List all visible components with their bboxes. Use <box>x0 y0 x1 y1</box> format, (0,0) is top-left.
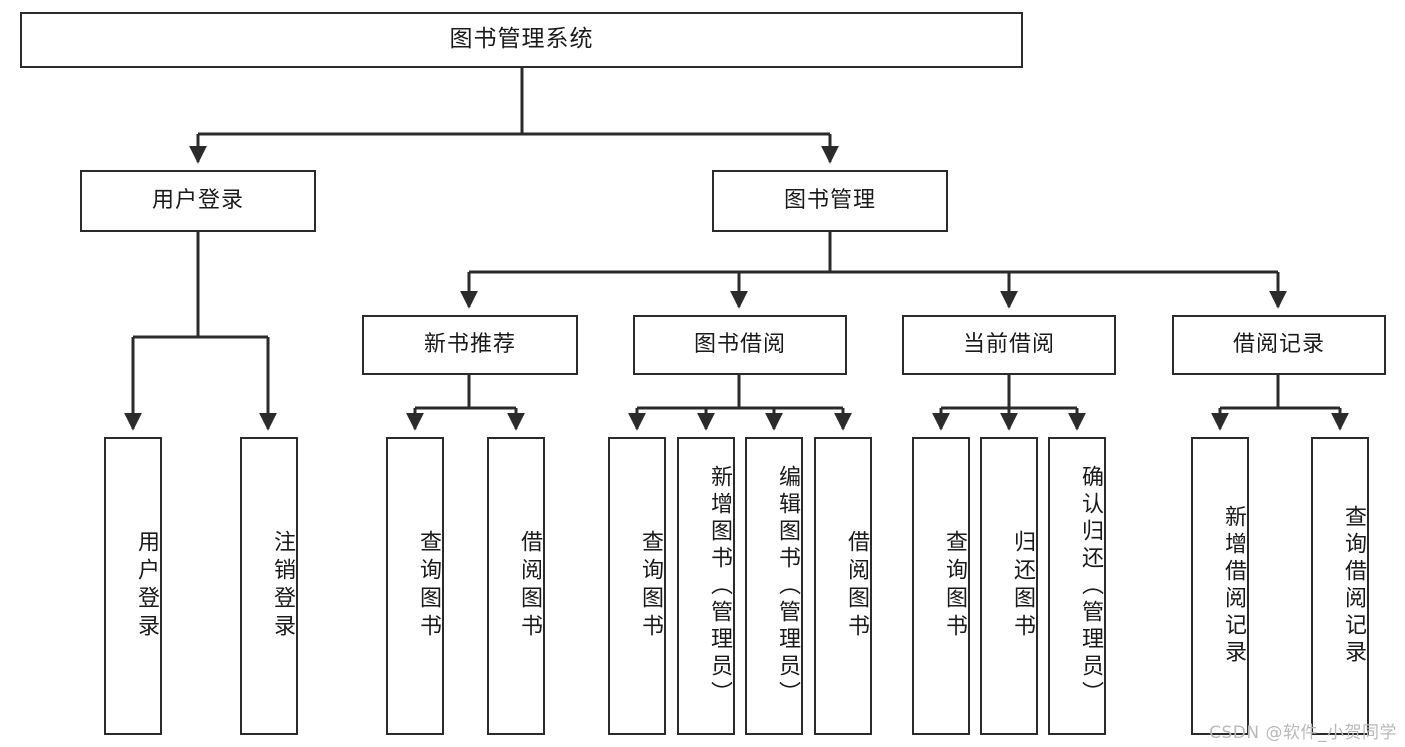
node-leaf-label: 查询借阅记录 <box>1341 505 1366 667</box>
watermark: CSDN @软件_小贺同学 <box>1209 723 1397 743</box>
node-root[interactable]: 图书管理系统 <box>20 12 1023 68</box>
node-new-book-recommend-label: 新书推荐 <box>423 331 516 357</box>
node-current-borrow[interactable]: 当前借阅 <box>902 315 1116 375</box>
node-leaf-current-borrow-0[interactable]: 查询图书 <box>912 437 970 735</box>
node-user-login[interactable]: 用户登录 <box>80 170 316 232</box>
node-leaf-current-borrow-2[interactable]: 确认归还（管理员） <box>1048 437 1106 735</box>
node-leaf-label: 查询图书 <box>942 530 967 642</box>
node-user-login-label: 用户登录 <box>151 187 244 213</box>
node-new-book-recommend[interactable]: 新书推荐 <box>362 315 578 375</box>
node-leaf-new-book-0[interactable]: 查询图书 <box>386 437 444 735</box>
node-leaf-user-login-1[interactable]: 注销登录 <box>240 437 298 735</box>
node-leaf-borrow-record-1[interactable]: 查询借阅记录 <box>1311 437 1369 735</box>
node-leaf-label: 借阅图书 <box>844 530 869 642</box>
node-leaf-book-borrow-3[interactable]: 借阅图书 <box>814 437 872 735</box>
node-root-label: 图书管理系统 <box>449 26 594 53</box>
node-leaf-new-book-1[interactable]: 借阅图书 <box>487 437 545 735</box>
node-book-manage-label: 图书管理 <box>783 187 876 213</box>
node-book-borrow[interactable]: 图书借阅 <box>633 315 847 375</box>
node-leaf-user-login-0[interactable]: 用户登录 <box>104 437 162 735</box>
node-book-manage[interactable]: 图书管理 <box>712 170 948 232</box>
node-leaf-label: 编辑图书（管理员） <box>775 464 800 708</box>
node-leaf-book-borrow-1[interactable]: 新增图书（管理员） <box>677 437 735 735</box>
node-leaf-label: 查询图书 <box>638 530 663 642</box>
node-leaf-label: 注销登录 <box>270 530 295 642</box>
node-leaf-label: 归还图书 <box>1010 530 1035 642</box>
node-leaf-label: 用户登录 <box>134 530 159 642</box>
node-borrow-record[interactable]: 借阅记录 <box>1172 315 1386 375</box>
node-borrow-record-label: 借阅记录 <box>1232 331 1325 357</box>
node-leaf-label: 查询图书 <box>416 530 441 642</box>
node-leaf-label: 借阅图书 <box>517 530 542 642</box>
node-leaf-label: 新增图书（管理员） <box>707 464 732 708</box>
node-leaf-book-borrow-2[interactable]: 编辑图书（管理员） <box>745 437 803 735</box>
node-current-borrow-label: 当前借阅 <box>962 331 1055 357</box>
node-book-borrow-label: 图书借阅 <box>693 331 786 357</box>
node-leaf-label: 新增借阅记录 <box>1221 505 1246 667</box>
node-leaf-book-borrow-0[interactable]: 查询图书 <box>608 437 666 735</box>
node-leaf-current-borrow-1[interactable]: 归还图书 <box>980 437 1038 735</box>
node-leaf-label: 确认归还（管理员） <box>1078 464 1103 708</box>
node-leaf-borrow-record-0[interactable]: 新增借阅记录 <box>1191 437 1249 735</box>
